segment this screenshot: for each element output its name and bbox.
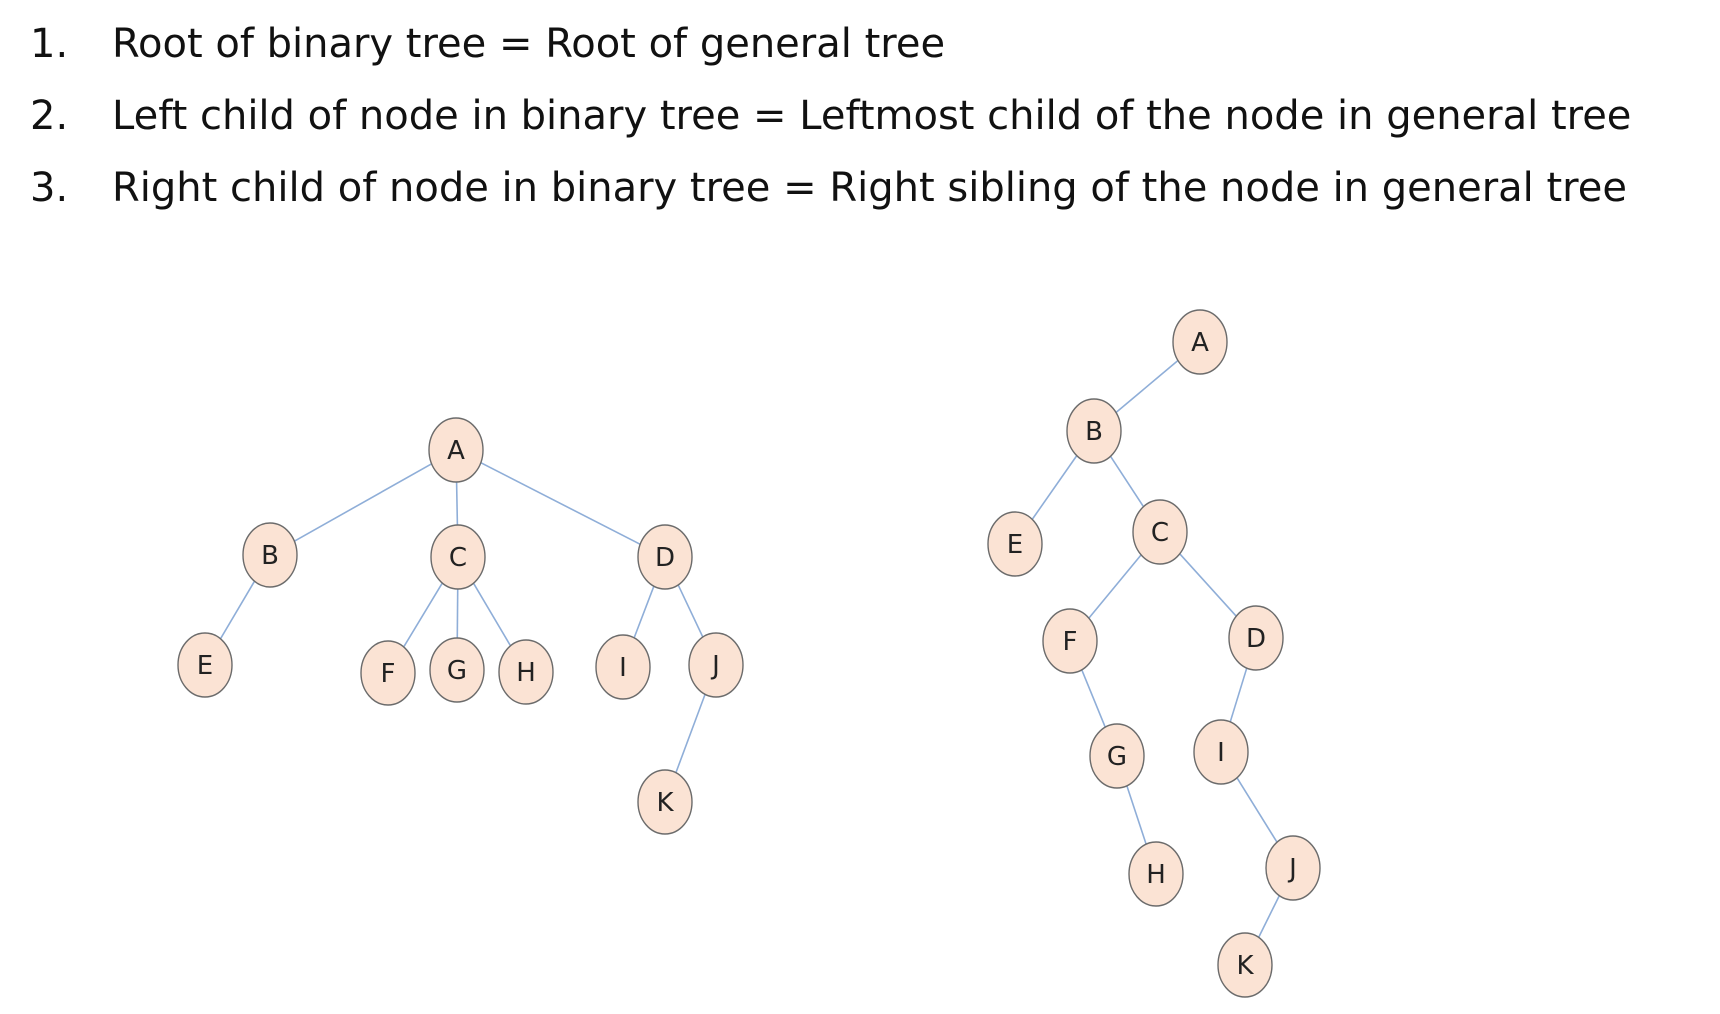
binary-node-label: D — [1246, 624, 1266, 654]
binary-node-label: E — [1007, 530, 1023, 560]
general-node-circle — [242, 522, 298, 588]
rule-text: Root of binary tree = Root of general tr… — [112, 21, 946, 67]
general-node-g: G — [429, 637, 485, 703]
general-node-circle — [637, 769, 693, 835]
general-tree: A B C D E F G H I J K — [177, 417, 744, 835]
binary-node-label: F — [1063, 627, 1078, 657]
general-edge-c-f — [403, 582, 443, 648]
binary-node-circle — [1066, 398, 1122, 464]
general-node-i: I — [595, 634, 651, 700]
binary-node-circle — [1217, 932, 1273, 998]
binary-node-circle — [1172, 309, 1228, 375]
general-node-circle — [595, 634, 651, 700]
general-node-label: C — [449, 543, 467, 573]
general-edge-a-c — [455, 481, 459, 526]
general-node-label: K — [656, 788, 674, 818]
general-edge-a-d — [480, 461, 641, 546]
rule-text: Left child of node in binary tree = Left… — [112, 93, 1632, 139]
binary-node-circle — [1128, 841, 1184, 907]
rule-item: 3. Right child of node in binary tree = … — [30, 160, 1631, 232]
binary-node-f: F — [1042, 608, 1098, 674]
binary-edge-b-c — [1109, 455, 1145, 508]
general-edge-d-i — [633, 585, 655, 639]
binary-tree: A B C D E F G H I J K — [987, 309, 1321, 998]
general-node-label: A — [447, 436, 465, 466]
binary-node-c: C — [1132, 499, 1188, 565]
general-node-label: E — [197, 651, 213, 681]
binary-edge-a-b — [1115, 359, 1179, 414]
binary-node-circle — [1089, 723, 1145, 789]
general-node-circle — [360, 640, 416, 706]
binary-edge-g-h — [1126, 785, 1147, 845]
binary-edge-i-j — [1236, 777, 1278, 843]
general-node-j: J — [688, 632, 744, 698]
binary-edge-j-k — [1257, 895, 1281, 938]
binary-node-g: G — [1089, 723, 1145, 789]
rule-number: 1. — [30, 21, 69, 67]
general-node-h: H — [498, 639, 554, 705]
general-node-label: I — [619, 653, 627, 683]
binary-edge-c-d — [1179, 553, 1237, 617]
rule-item: 2. Left child of node in binary tree = L… — [30, 88, 1631, 160]
binary-node-label: K — [1236, 951, 1254, 981]
general-edge-j-k — [675, 693, 706, 774]
binary-node-circle — [987, 511, 1043, 577]
general-node-label: F — [381, 659, 396, 689]
binary-node-label: J — [1287, 854, 1297, 884]
general-node-circle — [430, 524, 486, 590]
binary-edge-f-g — [1081, 669, 1106, 728]
binary-edge-b-e — [1031, 455, 1078, 520]
binary-node-b: B — [1066, 398, 1122, 464]
rule-text: Right child of node in binary tree = Rig… — [112, 165, 1627, 211]
binary-node-label: B — [1085, 417, 1103, 447]
general-edge-a-b — [293, 463, 433, 542]
general-node-d: D — [637, 524, 693, 590]
binary-edge-c-f — [1088, 554, 1142, 619]
binary-node-a: A — [1172, 309, 1228, 375]
general-node-k: K — [637, 769, 693, 835]
general-node-label: J — [710, 651, 720, 681]
binary-node-h: H — [1128, 841, 1184, 907]
general-node-e: E — [177, 632, 233, 698]
rule-item: 1. Root of binary tree = Root of general… — [30, 16, 1631, 88]
rules-list: 1. Root of binary tree = Root of general… — [30, 16, 1631, 232]
binary-node-circle — [1042, 608, 1098, 674]
general-edge-b-e — [219, 580, 256, 640]
binary-node-label: H — [1146, 860, 1166, 890]
general-node-circle — [498, 639, 554, 705]
general-edge-c-h — [472, 582, 512, 647]
binary-node-d: D — [1228, 605, 1284, 671]
rule-number: 2. — [30, 93, 69, 139]
general-node-circle — [637, 524, 693, 590]
general-node-f: F — [360, 640, 416, 706]
binary-node-j: J — [1265, 835, 1321, 901]
binary-node-label: C — [1151, 518, 1169, 548]
binary-node-label: I — [1217, 738, 1225, 768]
binary-node-circle — [1265, 835, 1321, 901]
binary-node-e: E — [987, 511, 1043, 577]
general-node-b: B — [242, 522, 298, 588]
general-node-label: G — [447, 656, 467, 686]
general-node-label: D — [655, 543, 675, 573]
binary-node-circle — [1132, 499, 1188, 565]
general-node-circle — [428, 417, 484, 483]
binary-node-k: K — [1217, 932, 1273, 998]
binary-edge-d-i — [1229, 667, 1248, 723]
binary-node-label: A — [1191, 328, 1209, 358]
general-node-c: C — [430, 524, 486, 590]
rule-number: 3. — [30, 165, 69, 211]
general-node-circle — [688, 632, 744, 698]
binary-node-circle — [1193, 719, 1249, 785]
binary-node-label: G — [1107, 742, 1127, 772]
binary-node-i: I — [1193, 719, 1249, 785]
general-node-circle — [429, 637, 485, 703]
general-node-a: A — [428, 417, 484, 483]
general-edge-d-j — [677, 584, 704, 638]
general-node-circle — [177, 632, 233, 698]
general-node-label: H — [516, 658, 536, 688]
general-node-label: B — [261, 541, 279, 571]
binary-node-circle — [1228, 605, 1284, 671]
